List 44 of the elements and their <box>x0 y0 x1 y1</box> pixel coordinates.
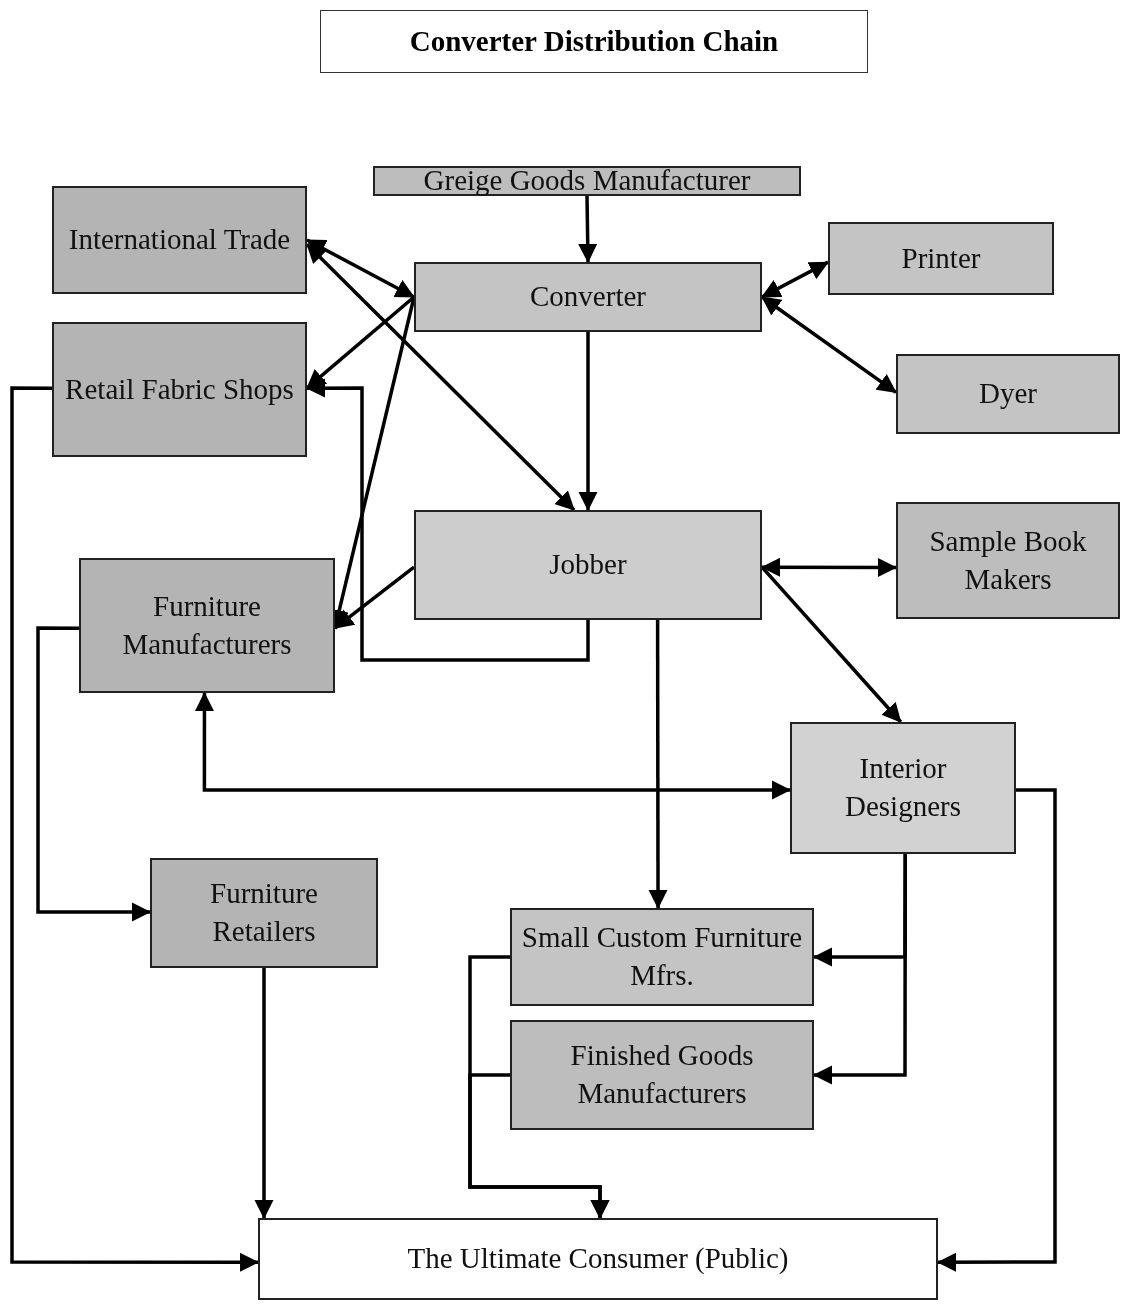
node-label: Printer <box>900 240 982 276</box>
arrow <box>254 968 274 1219</box>
process-box <box>896 354 1120 434</box>
process-box <box>258 1218 938 1300</box>
node-label: Retail Fabric Shops <box>64 371 295 407</box>
diagram-title: Converter Distribution Chain <box>320 10 868 73</box>
node-label: Dyer <box>978 376 1038 412</box>
arrow <box>648 620 668 909</box>
process-box <box>510 1020 814 1130</box>
node-label: Furniture Retailers <box>209 876 319 949</box>
process-box <box>79 558 335 693</box>
node-label: International Trade <box>67 222 292 258</box>
arrow <box>36 626 151 922</box>
arrow <box>761 295 897 394</box>
process-box <box>373 166 801 196</box>
node-label: Finished Goods Manufacturers <box>569 1038 755 1111</box>
arrow <box>10 386 259 1272</box>
node-label: Sample Book Makers <box>928 523 1088 597</box>
process-box <box>790 722 1016 854</box>
node-label: The Ultimate Consumer (Public) <box>406 1241 790 1277</box>
arrow <box>761 557 897 578</box>
arrow <box>578 332 598 511</box>
arrow <box>306 238 415 299</box>
arrow <box>937 788 1057 1272</box>
node-label: Furniture Manufacturers <box>121 588 293 662</box>
process-box <box>414 262 762 332</box>
process-box <box>828 222 1054 295</box>
node-label: Small Custom Furniture Mfrs. <box>520 920 804 993</box>
process-box <box>52 322 307 457</box>
node-label: Jobber <box>548 547 628 583</box>
arrow <box>468 1073 610 1219</box>
arrow <box>761 260 829 299</box>
node-label: Interior Designers <box>844 751 962 824</box>
arrow <box>306 378 590 662</box>
arrow <box>578 195 598 263</box>
process-box <box>52 186 307 294</box>
node-label: Converter <box>529 279 647 315</box>
process-box <box>150 858 378 968</box>
arrow <box>194 692 791 800</box>
process-box <box>414 510 762 620</box>
process-box <box>896 502 1120 619</box>
process-box <box>510 908 814 1006</box>
node-label: Greige Goods Manufacturer <box>422 163 752 199</box>
arrow <box>813 854 907 1085</box>
